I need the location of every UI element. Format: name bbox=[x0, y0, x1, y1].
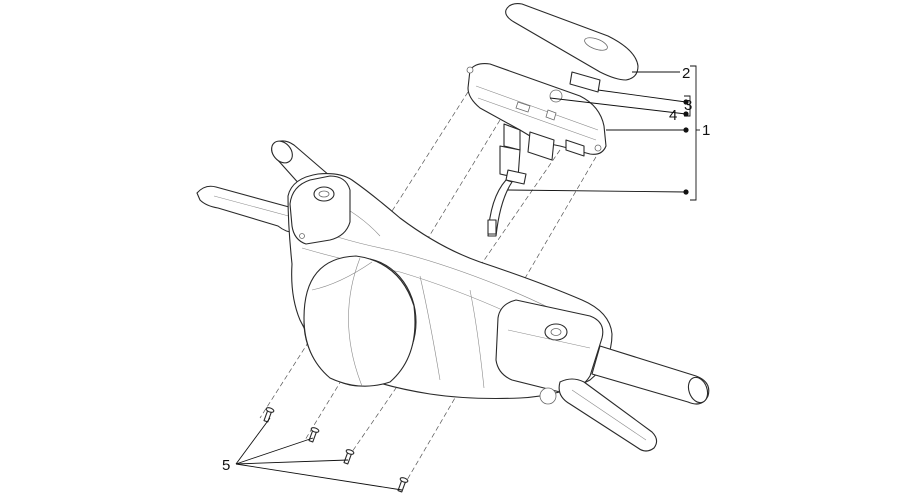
left-switch-housing bbox=[289, 175, 351, 245]
callout-leaders bbox=[235, 65, 700, 491]
right-grip bbox=[591, 345, 710, 405]
instrument-cable bbox=[487, 145, 527, 237]
screw bbox=[308, 427, 320, 443]
callout-2: 2 bbox=[682, 65, 690, 82]
callout-1: 1 bbox=[702, 122, 710, 139]
right-brake-lever bbox=[539, 378, 658, 452]
instrument-top-cover bbox=[505, 3, 639, 81]
screw bbox=[397, 477, 409, 493]
instrument-cluster bbox=[466, 63, 607, 161]
callout-5: 5 bbox=[222, 457, 230, 474]
indicator-lens bbox=[569, 71, 601, 93]
right-switch-housing bbox=[495, 299, 604, 393]
callout-3: 3 bbox=[684, 97, 692, 114]
callout-dots bbox=[683, 99, 689, 195]
screw bbox=[263, 407, 275, 423]
screw bbox=[343, 449, 355, 465]
callout-4: 4 bbox=[669, 107, 677, 124]
headlamp bbox=[303, 255, 417, 387]
